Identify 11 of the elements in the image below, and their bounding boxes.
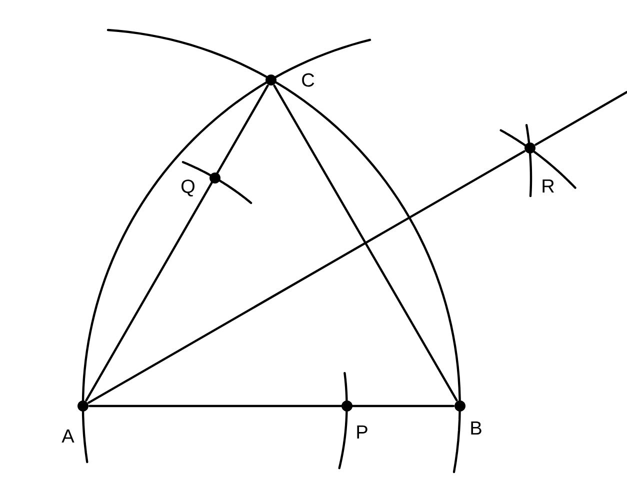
point-label: A (62, 429, 74, 443)
line-segment (273, 84, 458, 402)
point-label: C (302, 73, 314, 87)
line-segment (85, 84, 269, 402)
ray-line (534, 90, 627, 146)
point-label: P (357, 425, 368, 439)
line-segment (88, 404, 454, 408)
point-label: R (542, 179, 554, 193)
point-label: Q (182, 180, 194, 196)
line-segment (88, 150, 526, 404)
point-label: B (471, 421, 482, 435)
